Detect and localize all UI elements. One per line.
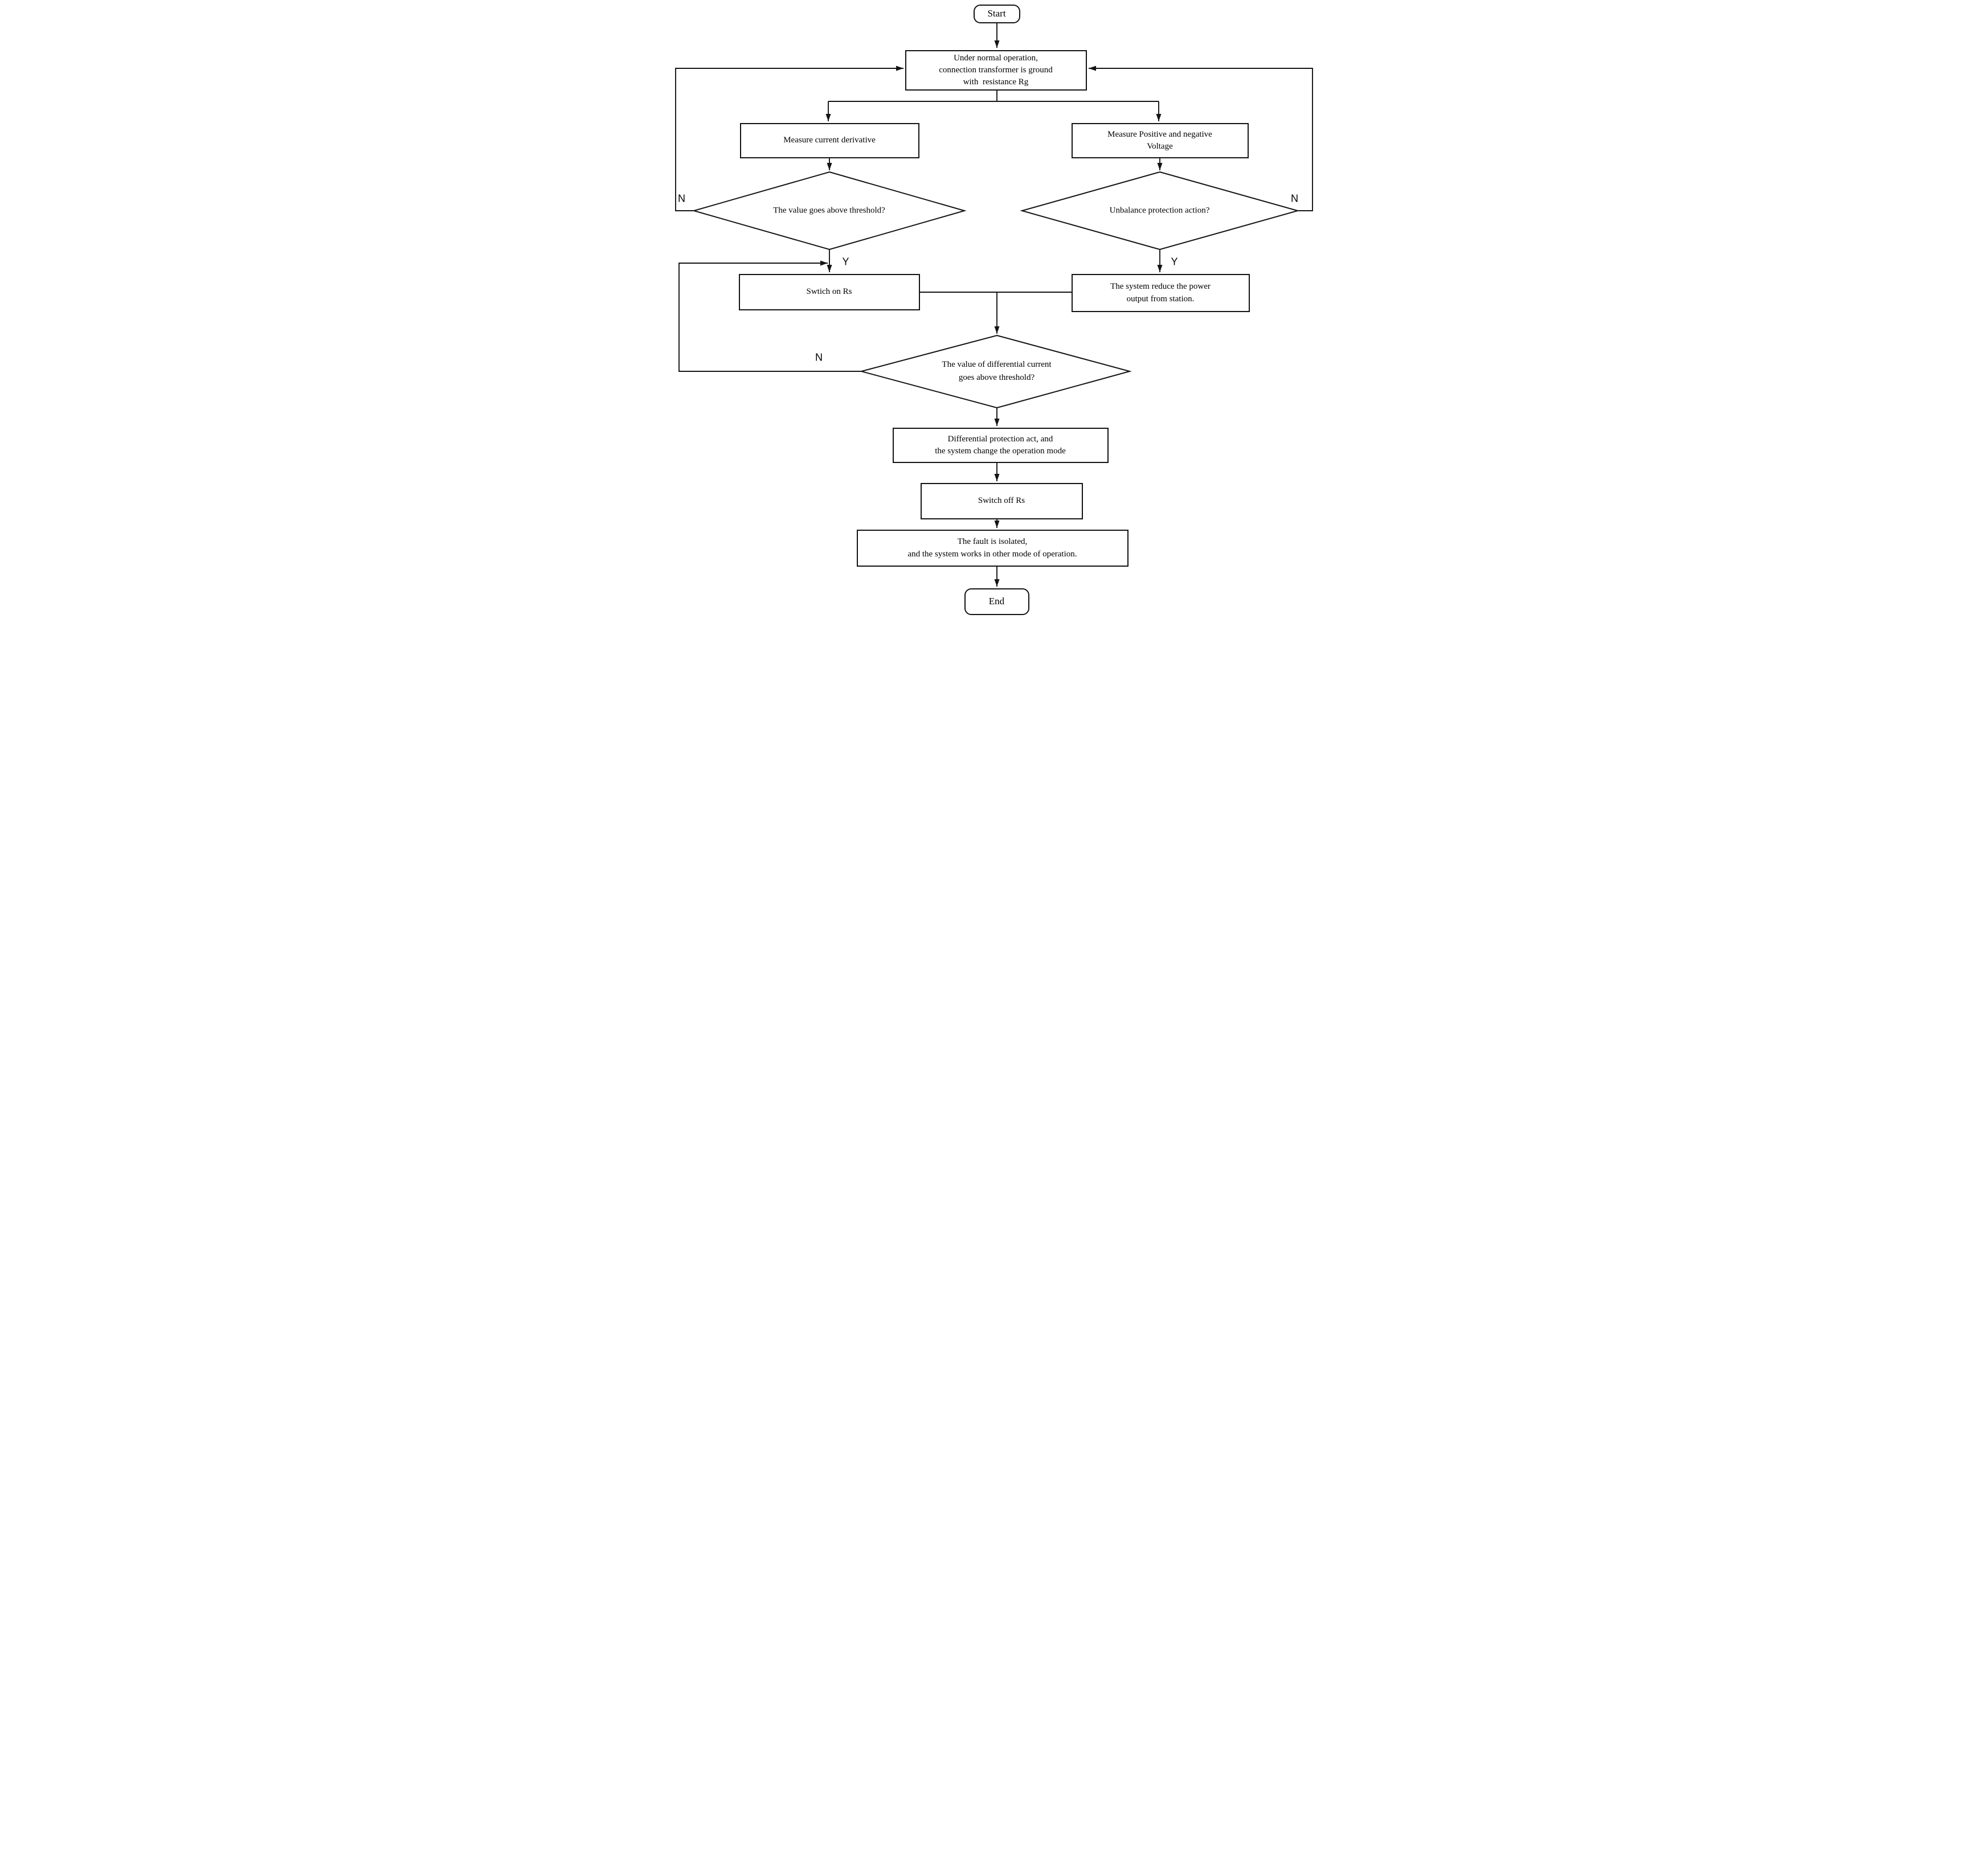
- edge-current-threshold-no-loop: [674, 65, 903, 211]
- flowchart-canvas: Start Under normal operation, connection…: [661, 0, 1322, 625]
- node-end-label: End: [988, 596, 1005, 607]
- node-reduce-power-label: The system reduce the power output from …: [1110, 282, 1211, 304]
- node-diff-protection: Differential protection act, and the sys…: [892, 428, 1109, 463]
- edge-diff-current-no-loop: [678, 260, 861, 372]
- node-measure-current-label: Measure current derivative: [783, 136, 876, 145]
- decision-current-threshold-shape: [691, 171, 967, 251]
- node-reduce-power: The system reduce the power output from …: [1071, 274, 1250, 312]
- decision-diff-current-shape: [858, 334, 1132, 409]
- branch-label-diff-current-no: N: [815, 351, 823, 363]
- edge-unbalance-no-loop: [1088, 65, 1313, 211]
- branch-label-unbalance-yes: Y: [1171, 256, 1178, 268]
- node-diff-protection-label: Differential protection act, and the sys…: [935, 434, 1066, 456]
- node-measure-voltage: Measure Positive and negative Voltage: [1071, 123, 1249, 158]
- node-switch-off-rs-label: Switch off Rs: [978, 496, 1025, 506]
- node-fault-isolated: The fault is isolated, and the system wo…: [856, 530, 1129, 567]
- flowchart-connectors: [674, 23, 1313, 587]
- node-start: Start: [973, 5, 1020, 23]
- node-start-label: Start: [987, 8, 1006, 19]
- branch-label-unbalance-no: N: [1291, 192, 1298, 204]
- branch-label-current-threshold-no: N: [678, 192, 685, 204]
- node-fault-isolated-label: The fault is isolated, and the system wo…: [907, 537, 1077, 559]
- node-switch-on-rs-label: Swtich on Rs: [806, 287, 852, 297]
- node-switch-on-rs: Swtich on Rs: [738, 274, 920, 310]
- node-measure-voltage-label: Measure Positive and negative Voltage: [1107, 129, 1212, 151]
- decision-unbalance-shape: [1019, 171, 1300, 251]
- node-normal-operation-label: Under normal operation, connection trans…: [939, 53, 1053, 87]
- node-end: End: [964, 588, 1029, 615]
- node-switch-off-rs: Switch off Rs: [920, 483, 1083, 519]
- node-normal-operation: Under normal operation, connection trans…: [905, 50, 1087, 91]
- branch-label-current-threshold-yes: Y: [842, 256, 849, 268]
- node-measure-current: Measure current derivative: [739, 123, 919, 158]
